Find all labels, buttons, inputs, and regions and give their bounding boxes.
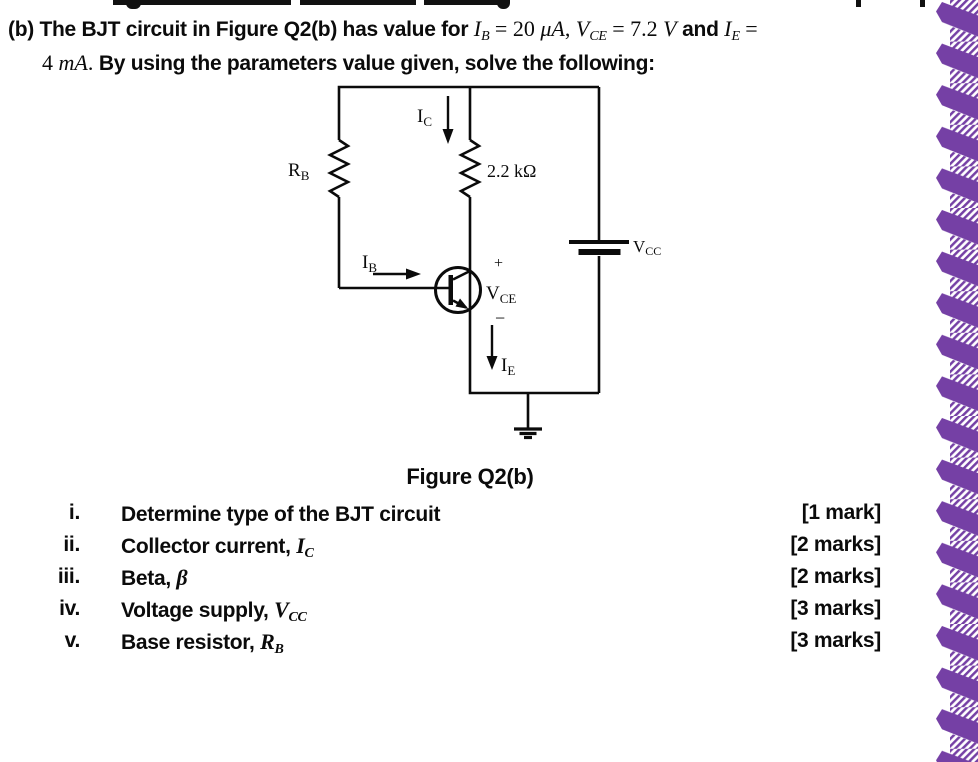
task-numeral: iii. bbox=[57, 565, 80, 588]
task-numeral: v. bbox=[64, 629, 81, 652]
clipped-text-fragment bbox=[113, 0, 291, 5]
math-value: = 20 bbox=[494, 16, 535, 41]
math-symbol-ie: I bbox=[724, 16, 732, 41]
task-marks: [3 marks] bbox=[790, 629, 881, 652]
label-minus-sign: − bbox=[495, 308, 505, 328]
clipped-bracket-fragment bbox=[920, 0, 925, 7]
task-text: Collector current, IC bbox=[121, 533, 314, 561]
task-marks: [3 marks] bbox=[790, 597, 881, 620]
question-text: The BJT circuit in Figure Q2(b) has valu… bbox=[39, 18, 469, 41]
task-math-symbol: I bbox=[296, 533, 305, 558]
task-math-subscript: CC bbox=[288, 610, 307, 625]
task-item: iv. Voltage supply, VCC [3 marks] bbox=[0, 597, 881, 629]
task-item: ii. Collector current, IC [2 marks] bbox=[0, 533, 881, 565]
resistor-rc bbox=[458, 138, 482, 199]
task-text: Voltage supply, VCC bbox=[121, 597, 307, 625]
page-edge-chevron-border bbox=[936, 0, 978, 762]
ground-symbol bbox=[514, 427, 542, 440]
task-marks: [1 mark] bbox=[801, 501, 882, 524]
current-arrow-ic bbox=[442, 96, 454, 144]
current-arrow-ie bbox=[486, 325, 498, 370]
battery-vcc bbox=[569, 240, 629, 255]
task-math-symbol: V bbox=[274, 597, 289, 622]
wire bbox=[337, 85, 601, 428]
question-text: By using the parameters value given, sol… bbox=[98, 52, 655, 75]
resistor-rb bbox=[327, 138, 351, 199]
task-math-symbol: R bbox=[260, 629, 275, 654]
math-comma: , bbox=[564, 16, 571, 41]
label-vcc: VCC bbox=[633, 237, 661, 258]
current-arrow-ib bbox=[373, 268, 421, 280]
clipped-bracket-fragment bbox=[856, 0, 861, 7]
task-item: iii. Beta, β [2 marks] bbox=[0, 565, 881, 597]
label-plus-sign: + bbox=[494, 255, 503, 272]
task-item: i. Determine type of the BJT circuit [1 … bbox=[0, 501, 881, 533]
math-unit: mA bbox=[58, 50, 88, 75]
task-numeral: i. bbox=[68, 501, 80, 524]
math-subscript: E bbox=[731, 29, 740, 44]
circuit-wires bbox=[327, 85, 601, 428]
task-text: Beta, β bbox=[121, 565, 188, 590]
clipped-text-fragment bbox=[424, 0, 509, 5]
math-value: 4 bbox=[42, 50, 53, 75]
task-list: i. Determine type of the BJT circuit [1 … bbox=[0, 501, 881, 661]
math-period: . bbox=[87, 50, 94, 75]
math-equals: = bbox=[745, 16, 758, 41]
label-rc-value: 2.2 kΩ bbox=[487, 161, 536, 181]
bjt-transistor bbox=[434, 266, 482, 314]
question-text: and bbox=[682, 18, 719, 41]
task-numeral: iv. bbox=[59, 597, 80, 620]
figure-caption: Figure Q2(b) bbox=[406, 464, 534, 489]
question-line-1: (b) The BJT circuit in Figure Q2(b) has … bbox=[8, 12, 948, 46]
math-subscript: CE bbox=[589, 29, 607, 44]
task-math-subscript: B bbox=[274, 642, 284, 657]
task-marks: [2 marks] bbox=[790, 565, 881, 588]
clipped-descender-fragment bbox=[126, 0, 141, 9]
bjt-circuit-figure: IC RB 2.2 kΩ IB + VCE − IE VCC bbox=[288, 85, 661, 440]
question-line-2: 4 mA. By using the parameters value give… bbox=[42, 46, 948, 80]
clipped-text-fragment bbox=[300, 0, 416, 5]
question-paragraph: (b) The BJT circuit in Figure Q2(b) has … bbox=[8, 12, 948, 80]
label-ib: IB bbox=[362, 252, 377, 275]
math-unit: μA bbox=[540, 16, 565, 41]
task-item: v. Base resistor, RB [3 marks] bbox=[0, 629, 882, 661]
task-text: Base resistor, RB bbox=[121, 629, 284, 657]
clipped-descender-fragment bbox=[497, 0, 510, 9]
emitter-arrowhead bbox=[455, 298, 469, 309]
math-subscript: B bbox=[481, 29, 490, 44]
math-unit: V bbox=[663, 16, 677, 41]
task-text: Determine type of the BJT circuit bbox=[121, 503, 441, 526]
math-value: = 7.2 bbox=[612, 16, 658, 41]
task-marks: [2 marks] bbox=[790, 533, 881, 556]
label-vce: VCE bbox=[486, 283, 516, 306]
math-symbol-ib: I bbox=[473, 16, 482, 41]
label-rb: RB bbox=[288, 160, 310, 183]
label-ie: IE bbox=[501, 355, 515, 378]
task-math-symbol: β bbox=[176, 565, 188, 590]
chevron-strip bbox=[936, 0, 978, 762]
label-ic: IC bbox=[417, 106, 432, 129]
task-numeral: ii. bbox=[63, 533, 80, 556]
question-label: (b) bbox=[8, 18, 34, 41]
task-math-subscript: C bbox=[304, 546, 314, 561]
math-symbol-vce: V bbox=[575, 16, 590, 41]
